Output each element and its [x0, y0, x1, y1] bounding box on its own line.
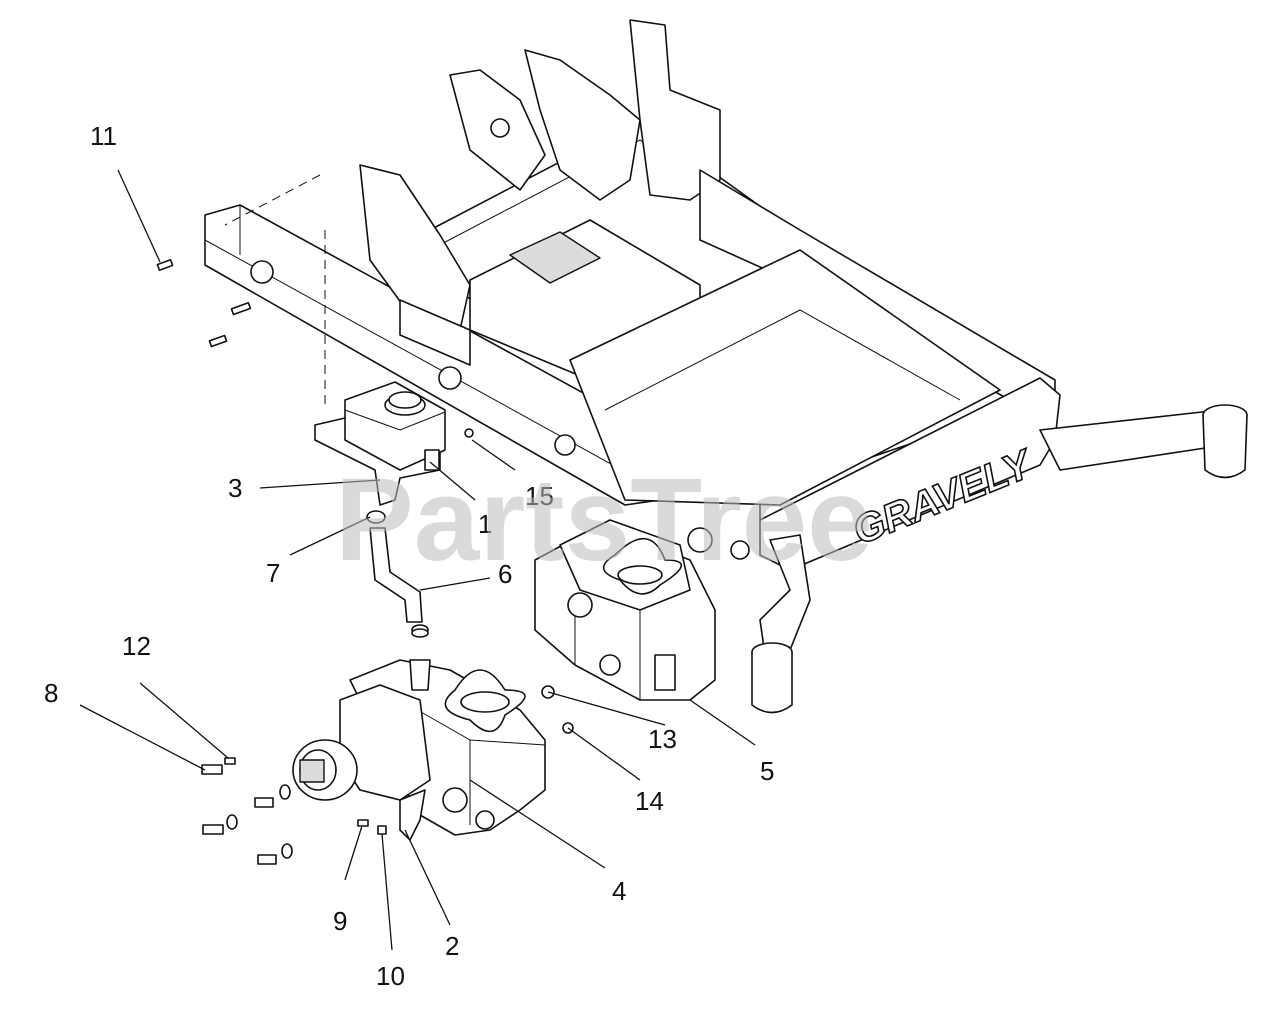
callout-9: 9	[333, 906, 347, 936]
mower-frame: GRAVELY	[204, 19, 1248, 714]
leader-lines	[79, 169, 756, 951]
watermark-text: PartsTree	[335, 454, 873, 586]
callout-15: 15	[525, 481, 554, 511]
callout-6: 6	[498, 559, 512, 589]
callout-1: 1	[478, 509, 492, 539]
callout-11: 11	[90, 121, 117, 151]
callout-2: 2	[445, 931, 459, 961]
right-transaxle	[534, 519, 750, 701]
callout-5: 5	[760, 756, 774, 786]
callout-7: 7	[266, 558, 280, 588]
callout-4: 4	[612, 876, 626, 906]
callout-3: 3	[228, 473, 242, 503]
callout-8: 8	[44, 678, 58, 708]
fastener-hardware	[156, 258, 574, 865]
callout-14: 14	[635, 786, 664, 816]
callout-labels: 11 3 15 1 7 6 12 8 13 5 14 4 9 2 10	[44, 121, 774, 991]
hydraulic-reservoir-assembly	[314, 381, 446, 506]
callout-10: 10	[376, 961, 405, 991]
callout-13: 13	[648, 724, 677, 754]
callout-12: 12	[122, 631, 151, 661]
left-transaxle	[292, 628, 546, 841]
